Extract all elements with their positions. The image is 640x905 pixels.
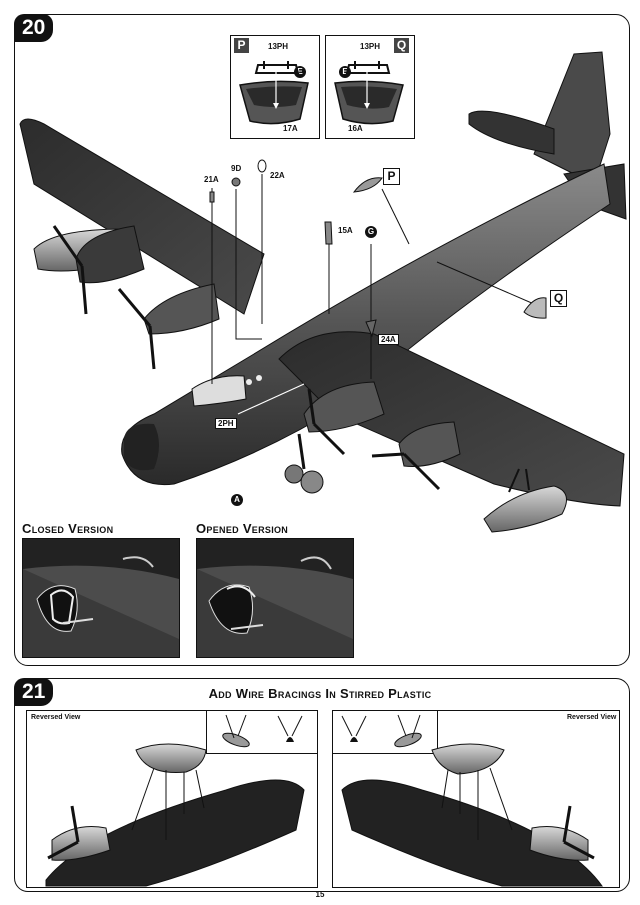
reversed-view-right-label: Reversed View — [567, 714, 617, 721]
part-label-24a: 24A — [378, 334, 399, 345]
closed-version-title: Closed Version — [22, 521, 114, 536]
inset-p-part-bottom: 17A — [283, 124, 298, 133]
part-callout-g: G — [365, 226, 377, 238]
inset-p-part-top: 13PH — [268, 42, 289, 51]
reversed-view-left-drawing — [45, 743, 305, 887]
closed-version-drawing — [23, 539, 179, 657]
step-21-title: Add Wire Bracings In Stirred Plastic — [208, 686, 432, 701]
part-label-22a: 22A — [270, 171, 285, 180]
inset-p-drawing — [239, 61, 309, 125]
inset-p-letter: P — [234, 38, 249, 53]
reversed-view-right-inset-drawing — [341, 714, 422, 748]
part-label-2ph: 2PH — [215, 418, 237, 429]
marker-q: Q — [550, 290, 567, 307]
reversed-view-left-label: Reversed View — [31, 714, 81, 721]
inset-q-letter: Q — [394, 38, 409, 53]
step-21-badge: 21 — [14, 678, 54, 706]
reversed-view-right-drawing — [341, 743, 603, 887]
page-number: 15 — [315, 890, 325, 899]
part-label-9d: 9D — [231, 164, 242, 173]
inset-q-part-top: 13PH — [360, 42, 381, 51]
marker-p: P — [383, 168, 400, 185]
step-20-badge: 20 — [14, 14, 54, 42]
inset-q-drawing — [334, 61, 404, 125]
opened-version-drawing — [197, 539, 353, 657]
part-label-21a: 21A — [204, 175, 219, 184]
opened-version-box — [196, 538, 354, 658]
part-label-15a: 15A — [338, 226, 353, 235]
aircraft-drawing — [19, 51, 627, 533]
reversed-view-left-inset — [206, 710, 318, 754]
part-callout-a: A — [231, 494, 243, 506]
closed-version-box — [22, 538, 180, 658]
inset-q-part-bottom: 16A — [348, 124, 363, 133]
reversed-view-left-inset-drawing — [222, 714, 303, 748]
opened-version-title: Opened Version — [196, 521, 289, 536]
